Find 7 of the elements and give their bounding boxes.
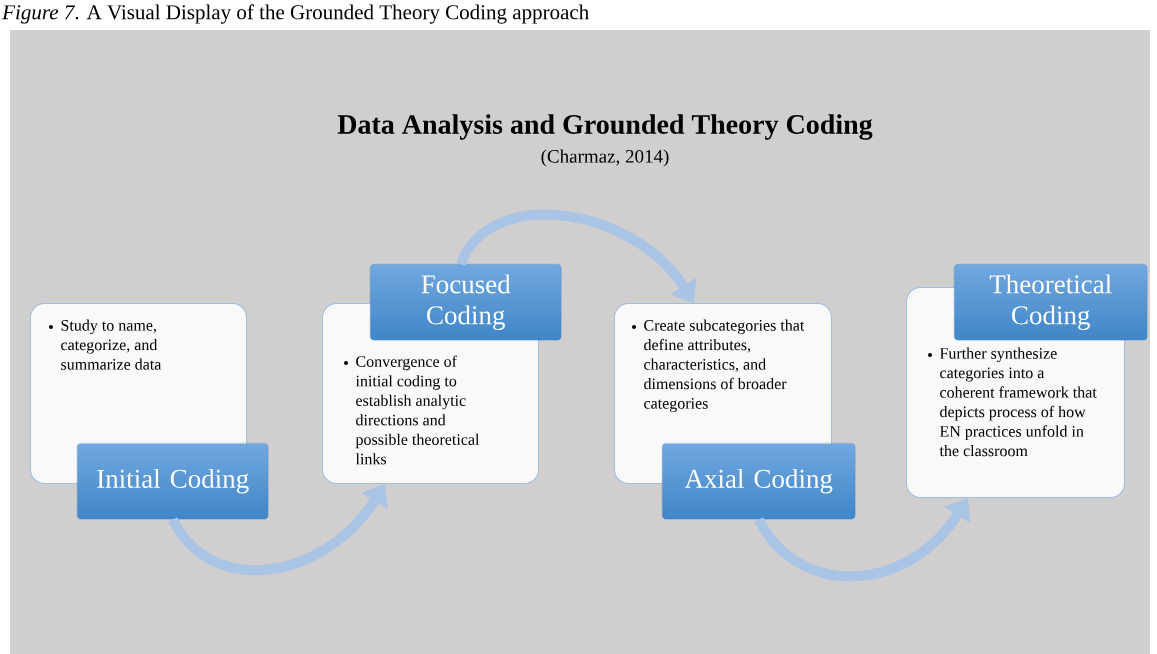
stage-label-box: Focused Coding [370,264,562,341]
caption: Figure 7. A Visual Display of the Grounded Theory Coding approach [2,4,589,24]
subtitle: (Charmaz, 2014) [541,149,669,167]
stage-label-box: Theoretical Coding [954,264,1148,341]
stage-label-box: Axial Coding [662,443,856,520]
title: Data Analysis and Grounded Theory Coding [337,114,873,140]
stage-label-box: Initial Coding [77,443,269,520]
